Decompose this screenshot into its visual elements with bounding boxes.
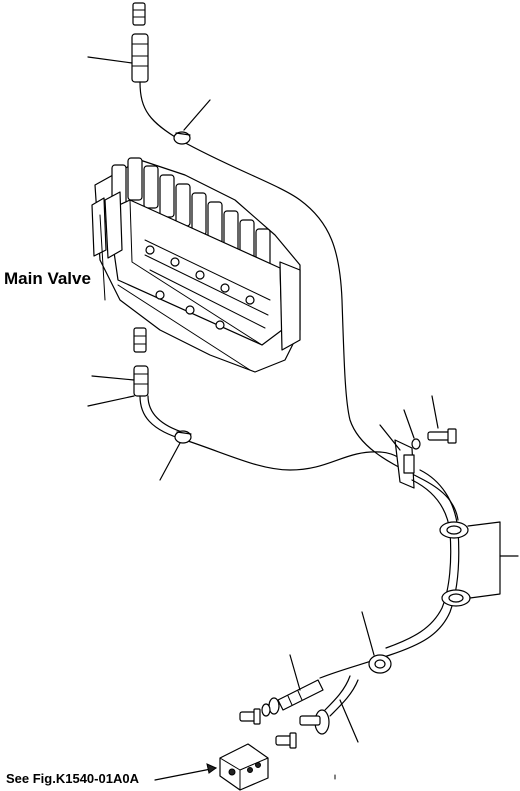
lower-hose xyxy=(139,395,411,471)
leader-hose-b xyxy=(339,699,359,743)
elbow-fitting xyxy=(239,708,261,725)
bolt xyxy=(427,428,457,444)
lower-hose-assembly-a xyxy=(277,679,324,711)
leader-clamp-lower xyxy=(159,442,181,481)
hose-a-end xyxy=(261,697,280,717)
lower-hose-end xyxy=(133,365,149,397)
straight-fitting xyxy=(275,732,297,749)
leader-top-hose xyxy=(87,56,133,64)
washer xyxy=(411,438,421,450)
solenoid-block xyxy=(219,743,269,791)
top-hose-end xyxy=(131,33,149,83)
clamp-lower xyxy=(174,430,192,444)
lower-hose-assembly-b xyxy=(299,675,359,735)
leader-lower-hose-a xyxy=(91,375,135,381)
clamp-upper xyxy=(173,131,191,145)
clamp-right-lower xyxy=(441,589,471,607)
main-valve-label: Main Valve xyxy=(4,269,91,288)
see-fig-reference: See Fig.K1540-01A0A xyxy=(6,771,139,786)
clamp-bottom xyxy=(368,654,392,674)
clamp-right-upper xyxy=(439,521,469,539)
see-fig-leader xyxy=(154,767,217,781)
leader-bracket xyxy=(379,424,401,451)
valve-port-fitting xyxy=(133,327,147,353)
leader-hose-a xyxy=(289,654,301,691)
bracket-leader-right xyxy=(467,521,501,599)
leader-lower-hose-b xyxy=(87,395,135,407)
leader-clamp-upper xyxy=(183,99,211,131)
bracket xyxy=(394,439,415,489)
leader-clamp-bottom xyxy=(361,611,375,656)
see-fig-arrowhead xyxy=(206,763,218,774)
leader-bolt xyxy=(431,395,439,429)
main-valve xyxy=(91,157,301,373)
leader-washer xyxy=(403,409,415,439)
right-hose xyxy=(319,469,460,679)
top-fitting xyxy=(132,2,146,26)
